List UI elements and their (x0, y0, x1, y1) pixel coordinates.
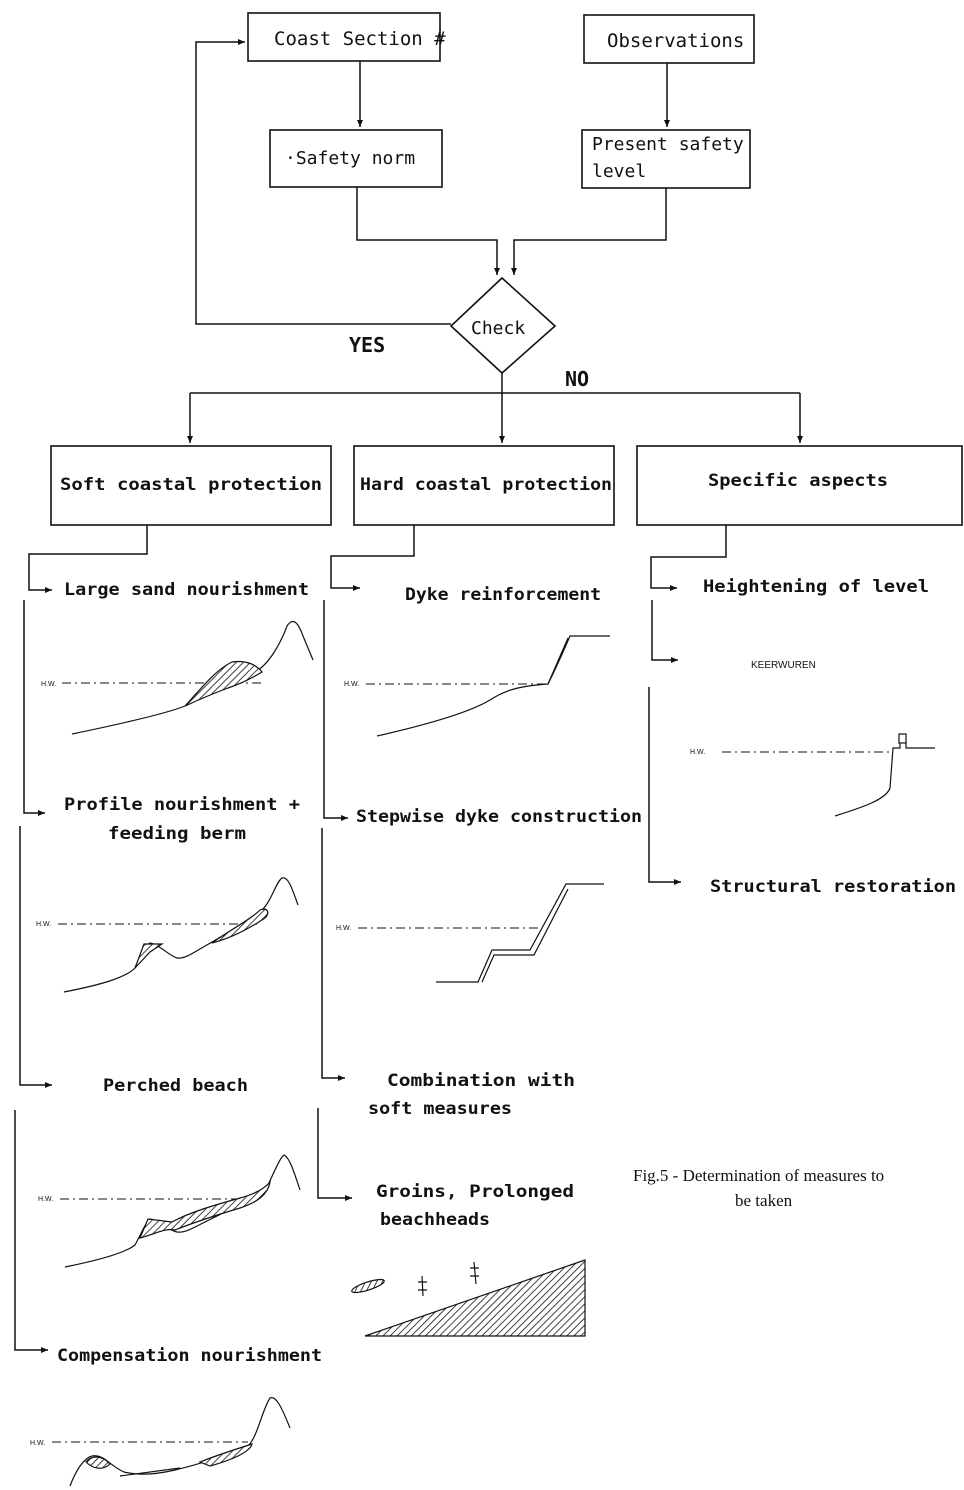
groins-line1: Groins, Prolonged (376, 1182, 574, 1202)
coast-section-box (247, 12, 441, 62)
hard-protection-label: Hard coastal protection (360, 475, 612, 495)
no-label: NO (565, 367, 589, 391)
heightening-label: Heightening of level (703, 577, 929, 597)
present-safety-box (581, 129, 751, 189)
keerwuren-sketch: H.W. (690, 733, 935, 817)
stepwise-label: Stepwise dyke construction (356, 807, 642, 827)
specific-to-heightening-arrow (650, 525, 727, 591)
specific-to-structural-arrow (648, 687, 681, 885)
present-safety-line1: Present safety (592, 134, 744, 155)
caption-line1: Fig.5 - Determination of measures to (633, 1166, 884, 1185)
keerwuren-label: KEERWUREN (751, 660, 816, 671)
profile-nourishment-sketch: H.W. (36, 877, 299, 993)
groins-sketch (351, 1259, 586, 1337)
check-label: Check (471, 318, 525, 339)
specific-aspects-label: Specific aspects (708, 471, 888, 491)
dyke-label: Dyke reinforcement (405, 585, 601, 605)
hw-label: H.W. (690, 749, 705, 756)
hard-protection-box (353, 445, 615, 526)
large-sand-profile-sketch: H.W. (41, 620, 314, 735)
groins-line2: beachheads (380, 1210, 490, 1230)
hw-label: H.W. (30, 1440, 45, 1447)
hw-label: H.W. (38, 1196, 53, 1203)
hw-label: H.W. (336, 925, 351, 932)
profile-line2: feeding berm (108, 824, 246, 844)
yes-feedback-arrow (195, 39, 451, 325)
offshore-breakwater (351, 1278, 385, 1294)
groin-1 (418, 1275, 427, 1297)
soft-to-large-sand-arrow (28, 525, 148, 593)
compensation-sketch: H.W. (30, 1397, 291, 1487)
level-to-check-arrow (511, 188, 667, 275)
soft-to-compensation-arrow (14, 1110, 48, 1353)
combination-line1: Combination with (387, 1071, 575, 1091)
hard-to-dyke-arrow (330, 525, 415, 591)
compensation-label: Compensation nourishment (57, 1346, 322, 1366)
specific-to-keerwuren-arrow (651, 600, 678, 663)
hw-label: H.W. (41, 681, 56, 688)
combination-line2: soft measures (368, 1099, 512, 1119)
observations-label: Observations (607, 30, 744, 52)
profile-line1: Profile nourishment + (64, 795, 300, 815)
safety-norm-box (269, 129, 443, 188)
soft-to-profile-arrow (23, 600, 45, 816)
soft-protection-box (50, 445, 332, 526)
safety-norm-label: ·Safety norm (285, 148, 415, 169)
hw-label: H.W. (36, 921, 51, 928)
observations-box (583, 14, 755, 64)
dyke-reinforcement-sketch: H.W. (344, 635, 610, 737)
structural-label: Structural restoration (710, 877, 956, 897)
yes-label: YES (349, 333, 385, 357)
soft-to-perched-arrow (19, 826, 52, 1088)
perched-label: Perched beach (103, 1076, 248, 1096)
hw-label: H.W. (344, 681, 359, 688)
caption-line2: be taken (735, 1191, 793, 1210)
perched-beach-sketch: H.W. (38, 1154, 301, 1268)
norm-to-check-arrow (356, 187, 500, 275)
stepwise-dyke-sketch: H.W. (336, 883, 604, 983)
specific-aspects-box (636, 445, 963, 526)
groin-2 (470, 1261, 479, 1285)
present-safety-line2: level (592, 161, 646, 182)
coast-section-label: Coast Section # (274, 28, 446, 50)
soft-protection-label: Soft coastal protection (60, 475, 322, 495)
large-sand-label: Large sand nourishment (64, 580, 309, 600)
hard-to-stepwise-arrow (323, 600, 348, 821)
hard-to-combination-arrow (321, 828, 345, 1081)
hard-to-groins-arrow (317, 1108, 352, 1201)
groins-beach-slope (364, 1259, 586, 1337)
